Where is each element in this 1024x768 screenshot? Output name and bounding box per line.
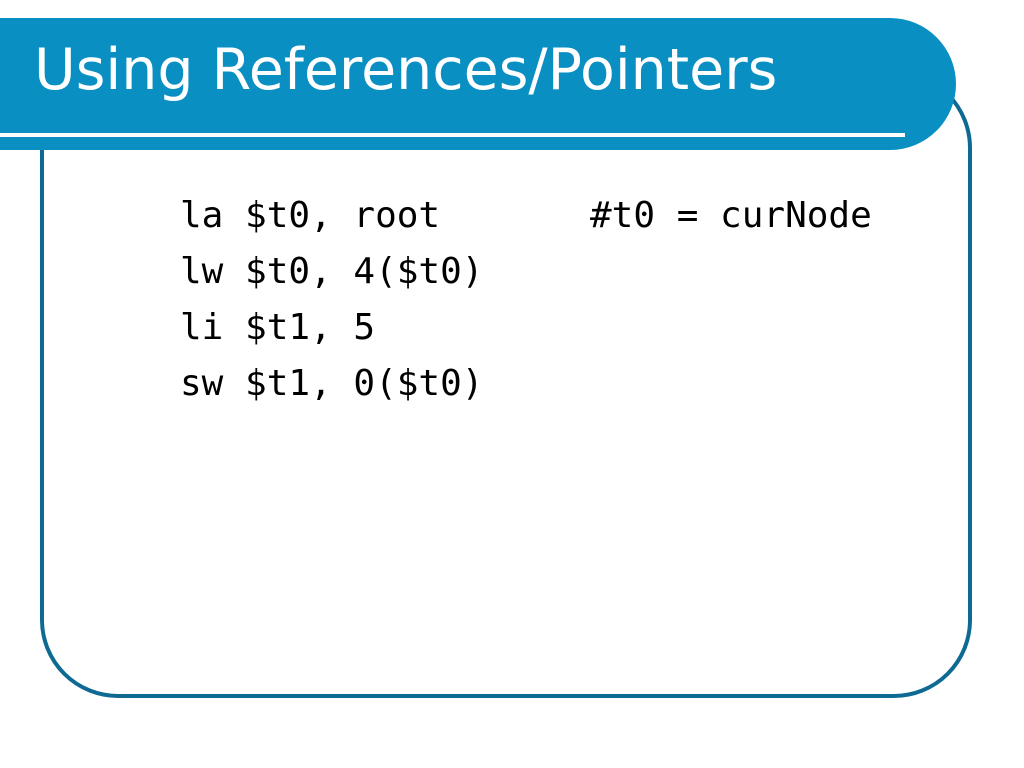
code-line-4: sw $t1, 0($t0) <box>180 356 872 412</box>
slide-title: Using References/Pointers <box>34 37 778 103</box>
code-instruction: lw $t0, 4($t0) <box>180 251 484 292</box>
code-block: la $t0, root #t0 = curNode lw $t0, 4($t0… <box>180 188 872 412</box>
code-instruction: li $t1, 5 <box>180 307 376 348</box>
code-line-2: lw $t0, 4($t0) <box>180 244 872 300</box>
code-line-3: li $t1, 5 <box>180 300 872 356</box>
code-instruction: la $t0, root <box>180 195 441 236</box>
code-comment: #t0 = curNode <box>590 195 872 236</box>
code-line-1: la $t0, root #t0 = curNode <box>180 188 872 244</box>
code-instruction: sw $t1, 0($t0) <box>180 363 484 404</box>
content-frame <box>40 70 972 698</box>
title-bar <box>0 18 956 150</box>
title-underline <box>0 133 905 137</box>
